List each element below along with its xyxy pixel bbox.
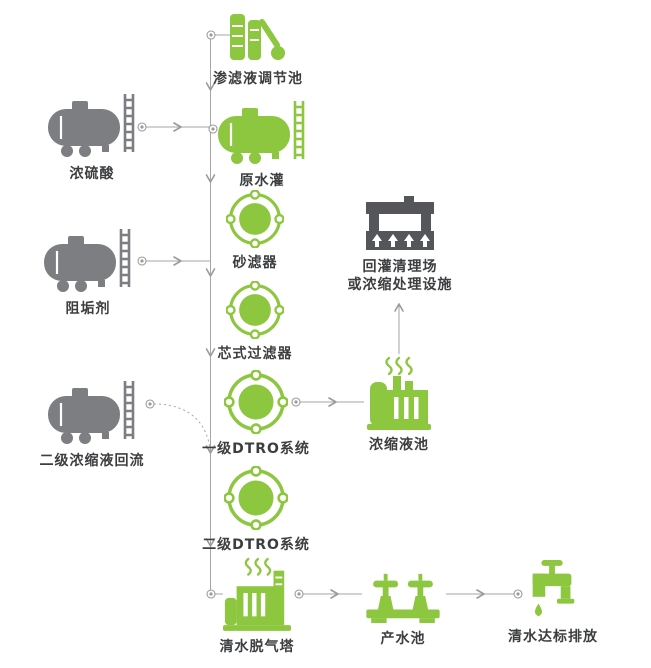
node-label: 砂滤器: [232, 255, 278, 271]
node-label-line1: 回灌清理场: [362, 259, 438, 275]
node-label: 二级DTRO系统: [202, 537, 310, 553]
node-label: 原水灌: [239, 173, 285, 189]
filter-vessel-icon: [226, 281, 284, 339]
valve-pipes-icon: [364, 570, 442, 624]
node-dtro-stage2: 二级DTRO系统: [202, 466, 309, 553]
degassing-tower-icon: [223, 556, 291, 632]
recharge-facility-icon: [364, 196, 436, 252]
tanker-truck-icon: [218, 100, 306, 166]
node-clean-water-discharge: 清水达标排放: [508, 560, 597, 645]
node-sulfuric-acid: 浓硫酸: [48, 93, 136, 182]
node-label: 阻垢剂: [65, 301, 111, 317]
node-label: 浓硫酸: [69, 166, 115, 182]
node-raw-water-tank: 原水灌: [218, 100, 306, 189]
storage-tank-icon: [228, 8, 288, 64]
dtro-module-icon: [224, 370, 288, 434]
node-product-water-pool: 产水池: [364, 570, 442, 647]
node-recharge-site: 回灌清理场 或浓缩处理设施: [348, 196, 452, 293]
node-label: 渗滤液调节池: [213, 71, 303, 87]
node-label: 浓缩液池: [369, 437, 429, 453]
node-label: 芯式过滤器: [217, 346, 293, 362]
node-label-line2: 或浓缩处理设施: [347, 277, 453, 293]
faucet-icon: [524, 560, 582, 622]
dtro-module-icon: [224, 466, 288, 530]
node-leachate-pool: 渗滤液调节池: [213, 8, 302, 87]
node-scale-inhibitor: 阻垢剂: [44, 228, 132, 317]
tanker-truck-icon: [48, 93, 136, 159]
node-label: 清水达标排放: [508, 629, 598, 645]
filter-vessel-icon: [226, 190, 284, 248]
node-degassing-tower: 清水脱气塔: [220, 556, 294, 655]
concentrate-plant-icon: [367, 356, 431, 430]
tanker-truck-icon: [44, 228, 132, 294]
node-label: 二级浓缩液回流: [39, 453, 145, 469]
node-secondary-concentrate-reflux: 二级浓缩液回流: [40, 380, 144, 469]
node-label: 回灌清理场 或浓缩处理设施: [348, 258, 453, 294]
tanker-truck-icon: [48, 380, 136, 446]
node-label: 清水脱气塔: [219, 639, 295, 655]
node-dtro-stage1: 一级DTRO系统: [202, 370, 309, 457]
node-cartridge-filter: 芯式过滤器: [218, 281, 292, 362]
node-label: 产水池: [380, 631, 426, 647]
node-label: 一级DTRO系统: [202, 441, 310, 457]
node-concentrate-pool: 浓缩液池: [367, 356, 431, 453]
node-sand-filter: 砂滤器: [226, 190, 284, 271]
